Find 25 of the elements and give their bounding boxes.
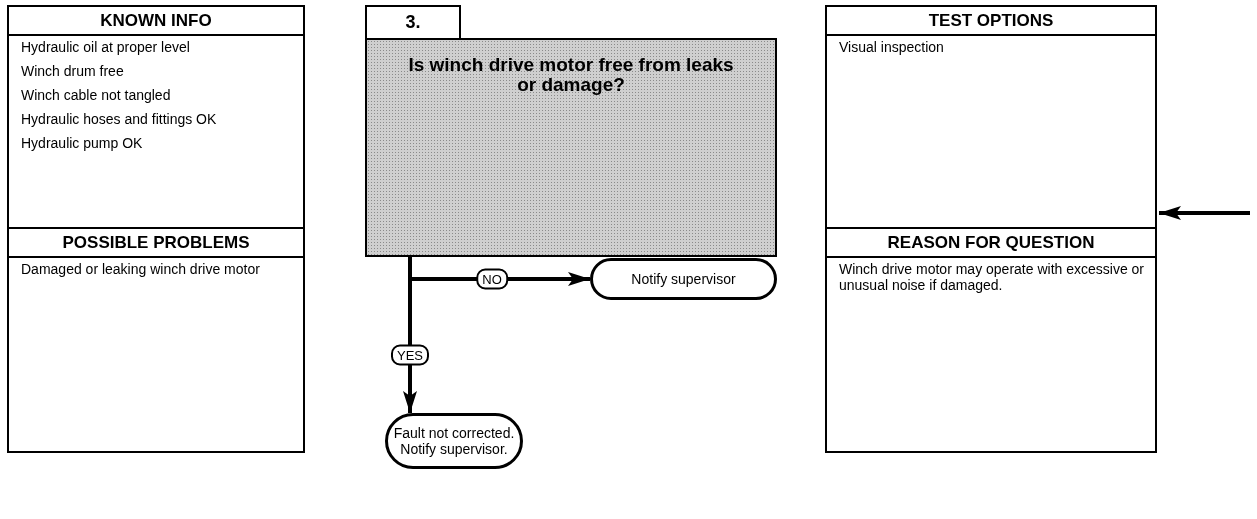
list-item: Winch drive motor may operate with excessive or unusual noise if damaged. xyxy=(839,261,1145,293)
panel-heading: TEST OPTIONS xyxy=(827,7,1155,36)
arrow xyxy=(403,257,417,413)
info-panel xyxy=(7,5,305,229)
info-panel xyxy=(825,5,1157,229)
list-item: Winch cable not tangled xyxy=(21,87,172,103)
list-item: Damaged or leaking winch drive motor xyxy=(21,261,261,277)
terminal-box: Fault not corrected. Notify supervisor. xyxy=(385,413,523,469)
info-panel xyxy=(7,227,305,453)
list-item: Hydraulic oil at proper level xyxy=(21,39,191,55)
list-item: Winch drum free xyxy=(21,63,125,79)
panel-heading: POSSIBLE PROBLEMS xyxy=(9,229,303,258)
panel-heading: KNOWN INFO xyxy=(9,7,303,36)
panel-heading: REASON FOR QUESTION xyxy=(827,229,1155,258)
terminal-box: Notify supervisor xyxy=(590,258,777,300)
arrow xyxy=(1159,206,1250,220)
list-item: Visual inspection xyxy=(839,39,945,55)
edge-label: NO xyxy=(476,268,508,290)
question-text: Is winch drive motor free from leaks or damage? xyxy=(407,55,735,95)
step-number-box: 3. xyxy=(365,5,461,40)
edge-label: YES xyxy=(391,344,429,366)
list-item: Hydraulic pump OK xyxy=(21,135,144,151)
info-panel xyxy=(825,227,1157,453)
question-box xyxy=(365,38,777,257)
list-item: Hydraulic hoses and fittings OK xyxy=(21,111,218,127)
